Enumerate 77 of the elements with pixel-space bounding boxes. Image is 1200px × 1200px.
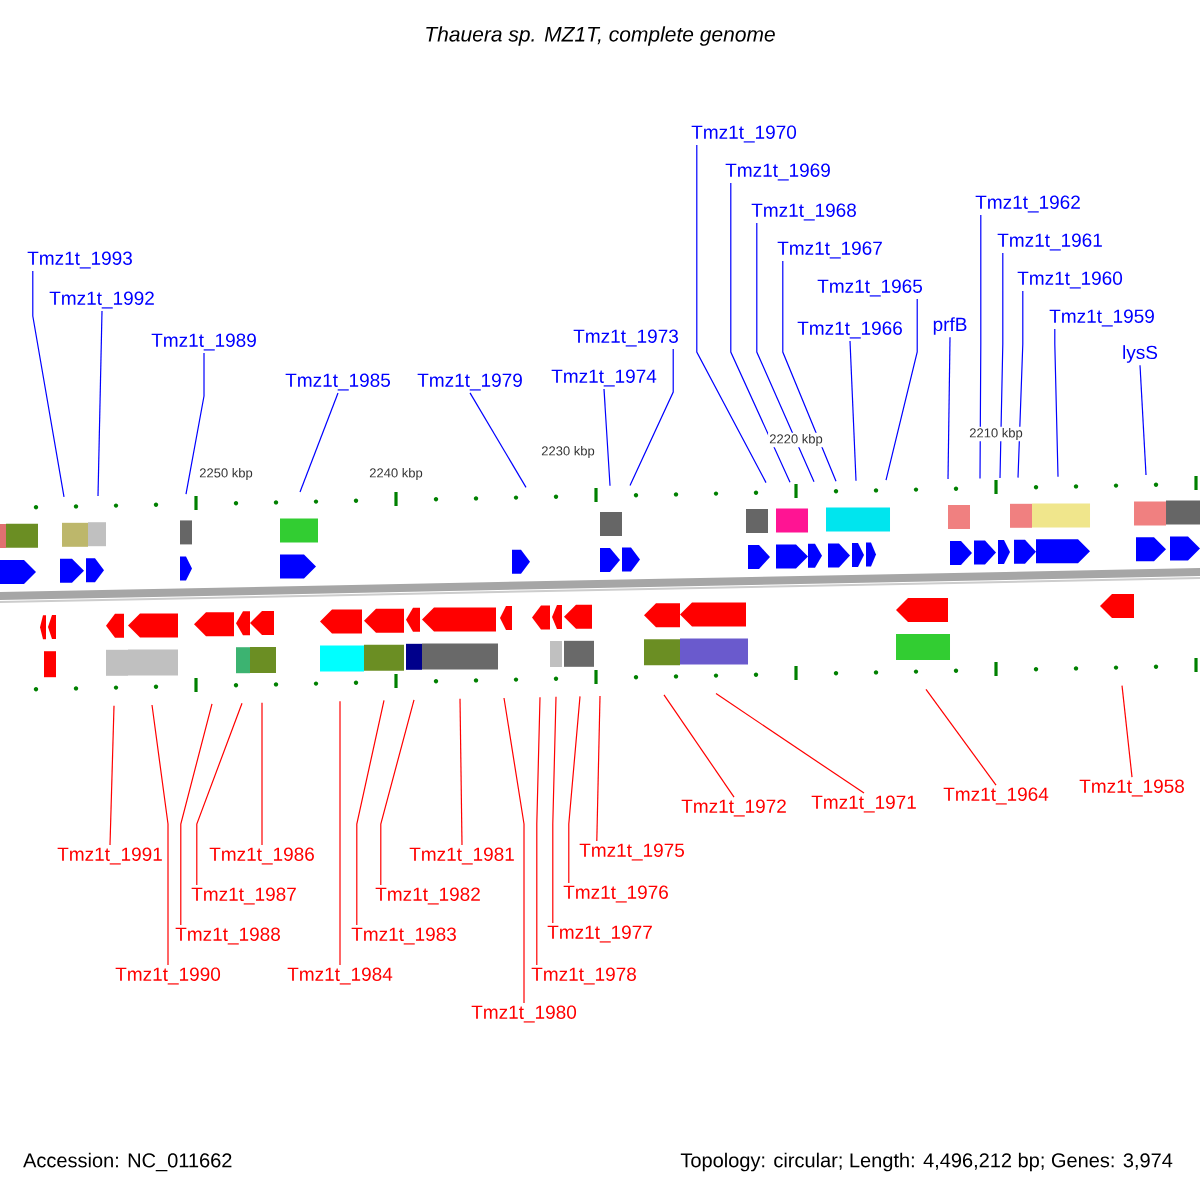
leader-line bbox=[339, 700, 341, 966]
gene-label: Tmz1t_1983 bbox=[351, 927, 456, 945]
gene-label: Tmz1t_1968 bbox=[751, 203, 856, 221]
genome-info-text: Topology: circular; Length: 4,496,212 bp; Genes: 3,974 bbox=[680, 1152, 1173, 1172]
gene-label: Tmz1t_1989 bbox=[151, 333, 256, 351]
leader-line bbox=[782, 260, 837, 482]
title: Thauera sp. MZ1T, complete genome bbox=[426, 26, 775, 46]
gene-label: Tmz1t_1974 bbox=[551, 369, 657, 387]
gene-label: lysS bbox=[1123, 345, 1158, 363]
leader-line bbox=[380, 699, 415, 886]
leader-line bbox=[185, 352, 205, 495]
leader-line bbox=[180, 703, 213, 926]
gene-label: Tmz1t_1961 bbox=[997, 233, 1102, 251]
leader-line bbox=[196, 702, 243, 886]
gene-label: Tmz1t_1973 bbox=[573, 329, 678, 347]
leader-line bbox=[469, 392, 527, 488]
leader-line bbox=[32, 270, 65, 498]
gene-label: Tmz1t_1969 bbox=[725, 163, 830, 181]
gene-label: Tmz1t_1964 bbox=[943, 787, 1049, 805]
gene-label: Tmz1t_1987 bbox=[191, 887, 296, 905]
gene-label: Tmz1t_1958 bbox=[1079, 779, 1184, 797]
gene-label: Tmz1t_1993 bbox=[27, 251, 132, 269]
leader-line bbox=[1139, 364, 1147, 476]
leader-line bbox=[536, 696, 541, 966]
gene-label: Tmz1t_1967 bbox=[777, 241, 882, 259]
gene-label: Tmz1t_1980 bbox=[471, 1005, 577, 1023]
gene-label: Tmz1t_1978 bbox=[531, 967, 636, 985]
leader-line bbox=[1017, 290, 1024, 479]
gene-label: Tmz1t_1992 bbox=[49, 291, 154, 309]
leader-line bbox=[603, 388, 611, 487]
leader-line bbox=[999, 252, 1004, 479]
gene-label: Tmz1t_1975 bbox=[579, 843, 684, 861]
gene-label: Tmz1t_1985 bbox=[285, 373, 390, 391]
gene-label: Tmz1t_1976 bbox=[563, 885, 668, 903]
gene-label: Tmz1t_1979 bbox=[417, 373, 522, 391]
gene-label: Tmz1t_1988 bbox=[175, 927, 280, 945]
gene-label: Tmz1t_1991 bbox=[57, 847, 162, 865]
gene-label: Tmz1t_1965 bbox=[817, 279, 923, 297]
accession-text: Accession: NC_011662 bbox=[23, 1152, 232, 1172]
leader-line bbox=[730, 182, 791, 483]
gene-label: Tmz1t_1990 bbox=[115, 967, 221, 985]
leader-line bbox=[109, 705, 115, 846]
gene-label: Tmz1t_1981 bbox=[409, 847, 514, 865]
leader-line bbox=[356, 699, 385, 926]
leader-line bbox=[552, 696, 557, 924]
leader-line bbox=[756, 222, 815, 483]
gene-label: Tmz1t_1971 bbox=[811, 795, 916, 813]
leader-line bbox=[629, 348, 674, 486]
leader-line bbox=[925, 688, 997, 786]
leader-line bbox=[299, 392, 339, 493]
leader-line bbox=[696, 144, 767, 484]
leader-line bbox=[715, 693, 865, 794]
leader-line bbox=[261, 702, 263, 846]
leader-line bbox=[979, 214, 982, 479]
leader-line bbox=[459, 698, 463, 846]
gene-label: Tmz1t_1966 bbox=[797, 321, 902, 339]
leader-line bbox=[568, 695, 581, 884]
leader-line bbox=[596, 695, 601, 842]
gene-label: Tmz1t_1970 bbox=[691, 125, 797, 143]
gene-label: Tmz1t_1972 bbox=[681, 799, 786, 817]
leader-line bbox=[151, 704, 169, 966]
leader-line bbox=[97, 310, 103, 497]
gene-label: Tmz1t_1982 bbox=[375, 887, 480, 905]
leader-line bbox=[1121, 685, 1133, 778]
gene-label: Tmz1t_1977 bbox=[547, 925, 652, 943]
gene-label: prfB bbox=[933, 317, 967, 335]
gene-label: Tmz1t_1986 bbox=[209, 847, 314, 865]
gene-label: Tmz1t_1959 bbox=[1049, 309, 1154, 327]
gene-label: Tmz1t_1962 bbox=[975, 195, 1080, 213]
leader-line bbox=[849, 340, 857, 482]
leader-line bbox=[663, 694, 735, 798]
gene-label: Tmz1t_1984 bbox=[287, 967, 393, 985]
leader-line bbox=[503, 697, 525, 1004]
leader-line bbox=[885, 298, 918, 481]
leader-line bbox=[1054, 328, 1059, 478]
gene-label: Tmz1t_1960 bbox=[1017, 271, 1123, 289]
leader-line bbox=[947, 336, 951, 480]
